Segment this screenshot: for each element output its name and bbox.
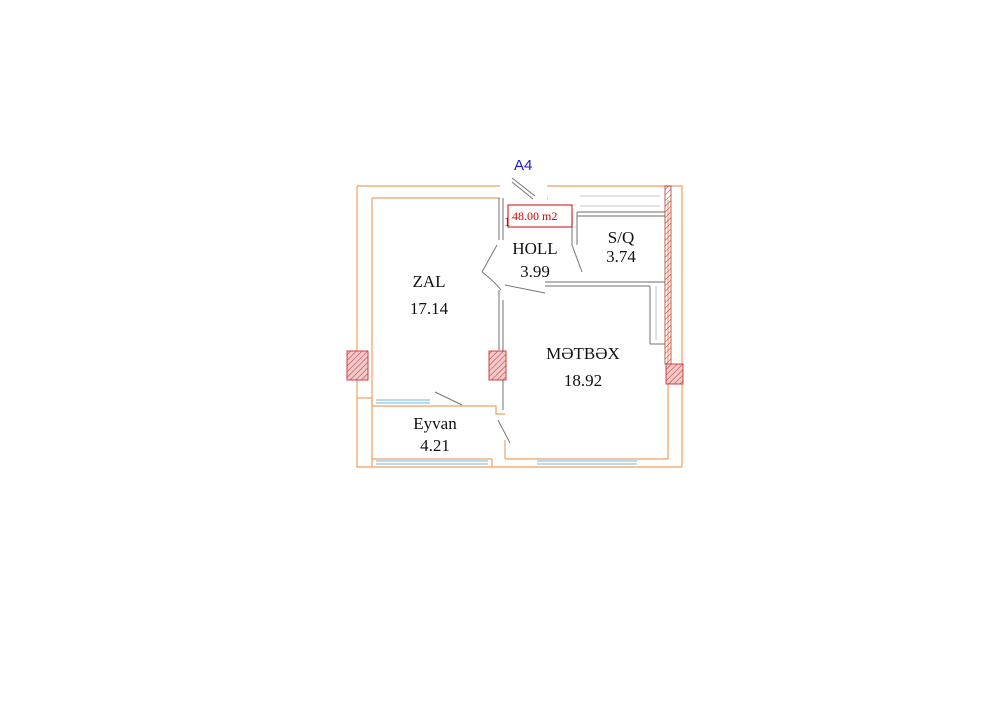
room-area-holl: 3.99 — [520, 262, 550, 281]
total-area-box — [507, 204, 573, 228]
room-name-metbex: MƏTBƏX — [546, 344, 620, 363]
total-area: 48.00 m2 — [512, 209, 557, 223]
entrance-door — [511, 177, 536, 197]
room-area-eyvan: 4.21 — [420, 436, 450, 455]
interior-walls — [498, 198, 665, 410]
room-area-sq: 3.74 — [606, 247, 636, 266]
sq-door — [571, 244, 583, 273]
unit-label: A4 — [514, 157, 532, 174]
structural-columns — [346, 350, 684, 385]
room-name-zal: ZAL — [412, 272, 445, 291]
room-area-zal: 17.14 — [410, 299, 449, 318]
metbex-door — [504, 284, 546, 294]
eyvan-door — [434, 391, 463, 406]
room-name-eyvan: Eyvan — [413, 414, 457, 433]
balcony-door — [497, 419, 511, 444]
unit-number: 1 — [504, 214, 511, 229]
windows — [376, 399, 637, 465]
room-name-holl: HOLL — [512, 239, 557, 258]
kitchen-fixtures — [580, 195, 660, 340]
room-area-metbex: 18.92 — [564, 371, 602, 390]
room-name-sq: S/Q — [608, 228, 634, 247]
zal-door — [481, 244, 498, 273]
right-wall-hatch — [664, 185, 672, 365]
doors — [434, 177, 583, 444]
